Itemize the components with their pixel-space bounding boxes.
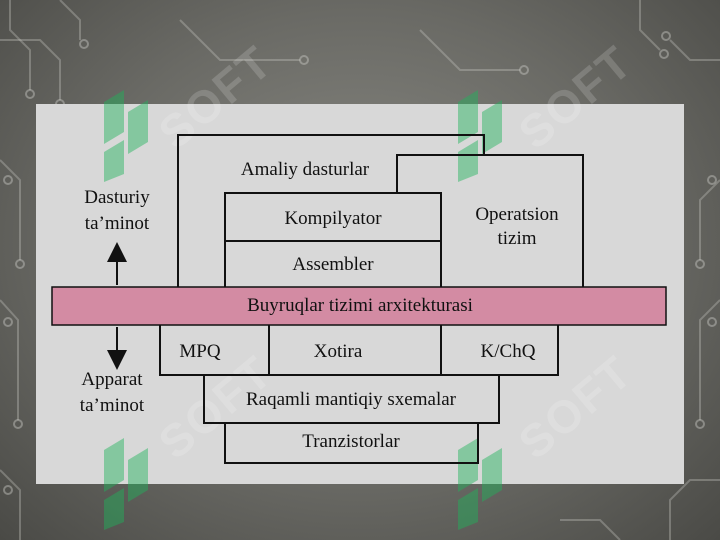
compiler-label: Kompilyator: [284, 208, 382, 229]
watermark-logo-icon: [458, 90, 502, 182]
watermark-logo-icon: [104, 90, 148, 182]
processor-label: MPQ: [179, 341, 220, 362]
software-label: Dasturiy: [84, 187, 150, 208]
applications-box: [177, 134, 485, 288]
operating-system-box: [396, 154, 584, 288]
operating-system-label-2: tizim: [497, 228, 536, 249]
processor-box: [159, 325, 205, 376]
transistors-box: [224, 423, 479, 464]
hardware-label-2: ta’minot: [80, 395, 145, 416]
software-label-2: ta’minot: [85, 213, 150, 234]
applications-label: Amaliy dasturlar: [241, 159, 370, 180]
operating-system-label: Operatsion: [475, 204, 559, 225]
transistors-label: Tranzistorlar: [302, 431, 400, 452]
digital-logic-label: Raqamli mantiqiy sxemalar: [246, 389, 457, 410]
isa-label: Buyruqlar tizimi arxitekturasi: [247, 295, 473, 316]
isa-band: [51, 286, 667, 326]
watermark-logo-icon: [104, 438, 148, 530]
assembler-label: Assembler: [292, 254, 374, 275]
io-label: K/ChQ: [481, 341, 536, 362]
hardware-label: Apparat: [81, 369, 143, 390]
watermark-logo-icon: [458, 438, 502, 530]
memory-label: Xotira: [314, 341, 363, 362]
io-box: [498, 325, 559, 376]
digital-logic-box: [203, 374, 500, 424]
